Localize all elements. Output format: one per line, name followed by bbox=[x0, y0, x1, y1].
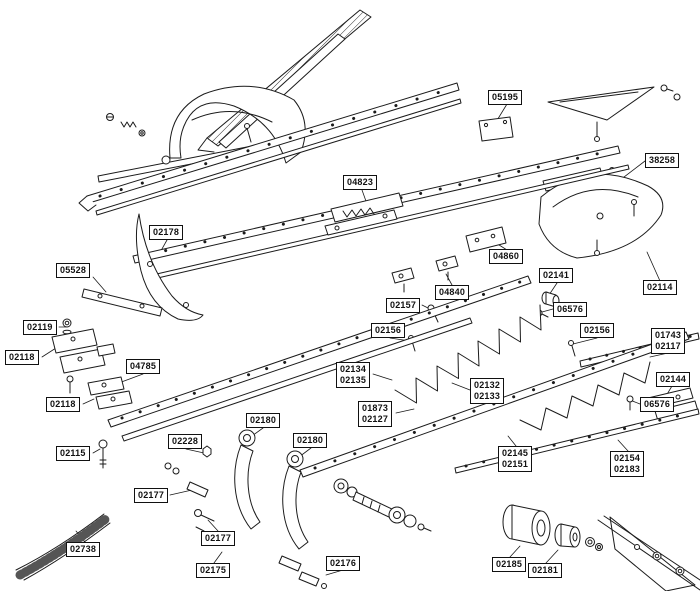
part-label-02177-lower: 02177 bbox=[201, 531, 236, 546]
part-label-02132-02133: 02132 02133 bbox=[470, 378, 505, 404]
part-label-02115: 02115 bbox=[56, 446, 90, 461]
part-label-02144: 02144 bbox=[656, 372, 691, 387]
part-label-02176: 02176 bbox=[326, 556, 361, 571]
part-label-02178: 02178 bbox=[149, 225, 184, 240]
part-label-02181: 02181 bbox=[528, 563, 563, 578]
part-label-06576-lower: 06576 bbox=[640, 397, 675, 412]
part-label-02134-02135: 02134 02135 bbox=[336, 362, 371, 388]
part-label-02119: 02119 bbox=[23, 320, 57, 335]
part-label-04840: 04840 bbox=[435, 285, 470, 300]
part-label-06576-upper: 06576 bbox=[553, 302, 588, 317]
part-label-01743-02117: 01743 02117 bbox=[651, 328, 686, 354]
part-label-02141: 02141 bbox=[539, 268, 574, 283]
part-label-02228: 02228 bbox=[168, 434, 203, 449]
part-label-02145-02151: 02145 02151 bbox=[498, 446, 533, 472]
part-label-02156-right: 02156 bbox=[580, 323, 615, 338]
part-label-02114: 02114 bbox=[643, 280, 677, 295]
part-label-02118-upper: 02118 bbox=[5, 350, 39, 365]
part-label-02175: 02175 bbox=[196, 563, 231, 578]
part-label-38258: 38258 bbox=[645, 153, 680, 168]
part-label-04823: 04823 bbox=[343, 175, 378, 190]
part-label-05195: 05195 bbox=[488, 90, 523, 105]
part-label-02154-02183: 02154 02183 bbox=[610, 451, 645, 477]
part-label-02157: 02157 bbox=[386, 298, 421, 313]
part-label-02180-lower: 02180 bbox=[293, 433, 328, 448]
part-label-02185: 02185 bbox=[492, 557, 527, 572]
part-label-04860: 04860 bbox=[489, 249, 524, 264]
part-label-05528: 05528 bbox=[56, 263, 91, 278]
part-label-02738: 02738 bbox=[66, 542, 101, 557]
part-label-02156-left: 02156 bbox=[371, 323, 406, 338]
part-label-04785: 04785 bbox=[126, 359, 161, 374]
part-label-02180-upper: 02180 bbox=[246, 413, 281, 428]
part-label-01873-02127: 01873 02127 bbox=[358, 401, 393, 427]
part-label-02118-lower: 02118 bbox=[46, 397, 80, 412]
part-label-02177-upper: 02177 bbox=[134, 488, 169, 503]
